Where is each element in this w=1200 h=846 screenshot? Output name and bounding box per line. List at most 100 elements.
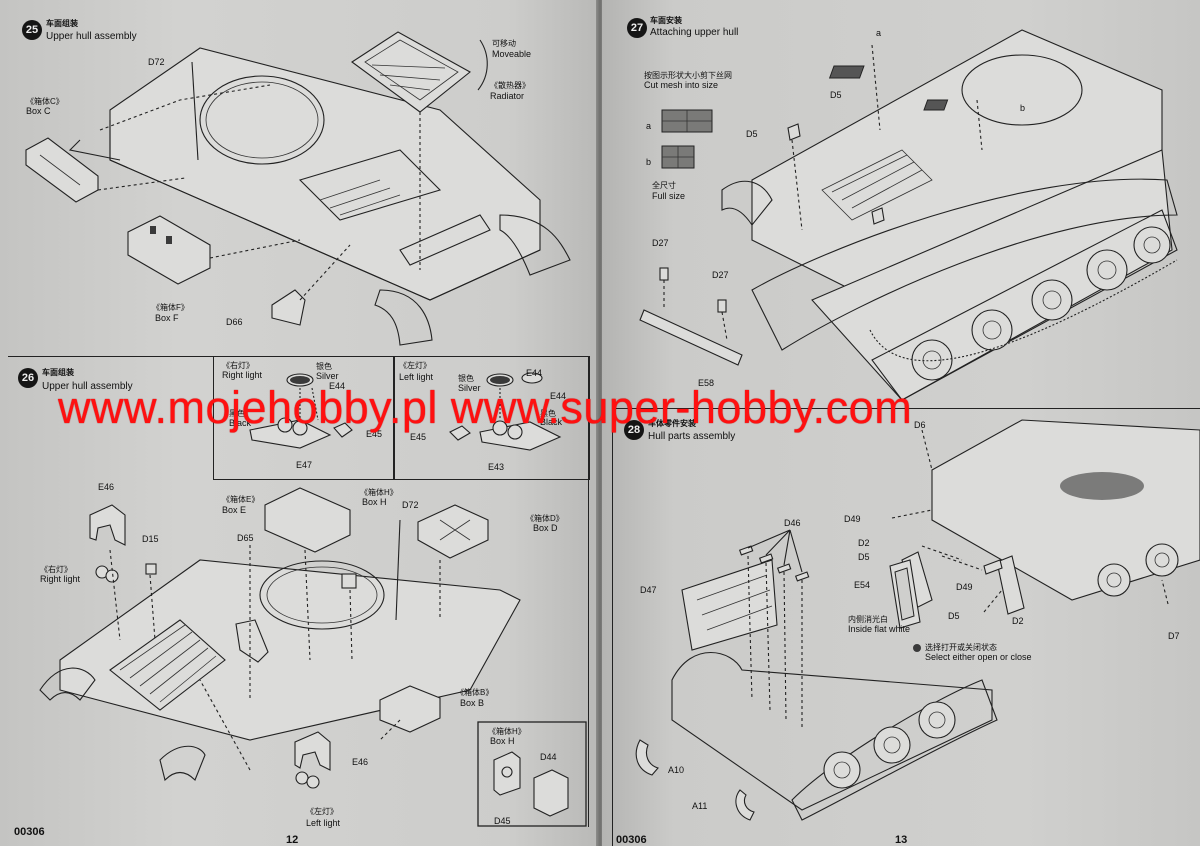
right-light-inset: [213, 356, 395, 480]
step-26-title: Upper hull assembly: [42, 381, 133, 392]
left-light-inset-title-cn: 《左灯》: [399, 361, 431, 370]
part-e46-top-label: E46: [98, 482, 115, 492]
step-28-title: Hull parts assembly: [648, 431, 736, 442]
select-open-close-label: Select either open or close: [925, 652, 1032, 662]
part-d45-label: D45: [494, 816, 511, 826]
right-inset-e45: E45: [366, 429, 383, 439]
right-light-inset-title: Right light: [222, 370, 263, 380]
part-d49-top-label: D49: [844, 514, 861, 524]
part-e46-bottom-label: E46: [352, 757, 369, 767]
part-d47-label: D47: [640, 585, 657, 595]
box-c-label: Box C: [26, 106, 51, 116]
box-b-label: Box B: [460, 698, 485, 708]
left-light-inset: [393, 356, 590, 480]
part-d2-bottom-label: D2: [1012, 616, 1024, 626]
radiator-label-cn: 《散热器》: [490, 81, 530, 90]
right-inset-silver: Silver: [316, 371, 339, 381]
full-size-label: Full size: [652, 191, 686, 201]
step-28-title-cn: 车体零件安装: [648, 419, 696, 428]
step-26-number: 26: [18, 368, 38, 388]
page-number-left: 12: [286, 834, 299, 846]
left-inset-black-cn: 黑色: [540, 409, 556, 418]
part-d46-label: D46: [784, 518, 801, 528]
select-open-close-cn: 选择打开或关闭状态: [925, 643, 997, 652]
right-light-label: Right light: [40, 574, 81, 584]
right-inset-silver-cn: 银色: [316, 362, 332, 371]
left-inset-silver-cn: 银色: [458, 374, 474, 383]
full-size-cn: 全尺寸: [652, 181, 676, 190]
part-a11-label: A11: [692, 801, 708, 811]
mesh-a-pointer-label: a: [876, 28, 882, 38]
left-instruction-page: 25 车面组装 Upper hull assembly D72 《箱: [0, 0, 598, 846]
right-inset-black-cn: 黑色: [229, 409, 245, 418]
part-d66-label: D66: [226, 317, 243, 327]
part-a10-label: A10: [668, 765, 685, 775]
left-light-label: Left light: [306, 818, 341, 828]
mesh-b-label: b: [646, 157, 652, 167]
part-d5-top-label: D5: [830, 90, 842, 100]
right-inset-e44: E44: [329, 381, 346, 391]
part-d7-label: D7: [1168, 631, 1180, 641]
box-e-label: Box E: [222, 505, 247, 515]
left-light-cn: 《左灯》: [306, 807, 338, 816]
box-h-label: Box H: [362, 497, 387, 507]
watermark-text: www.mojehobby.pl www.super-hobby.com: [58, 382, 913, 433]
right-inset-e47: E47: [296, 460, 313, 470]
moveable-label-cn: 可移动: [492, 39, 516, 48]
inside-flat-white-label: Inside flat white: [848, 624, 911, 634]
box-h-inset-title: Box H: [490, 736, 515, 746]
part-d15-label: D15: [142, 534, 159, 544]
step-27-title-cn: 车面安装: [650, 16, 682, 25]
step-25-title-cn: 车面组装: [46, 19, 78, 28]
left-inset-black: Black: [540, 417, 563, 427]
mesh-b-pointer-label: b: [1020, 103, 1026, 113]
inside-flat-white-cn: 内侧消光白: [848, 615, 888, 624]
right-inset-black: Black: [229, 418, 252, 428]
box-d-label-cn: 《箱体D》: [526, 514, 564, 523]
cut-mesh-cn: 按图示形状大小剪下丝网: [644, 71, 732, 80]
left-inset-e44-a: E44: [526, 368, 543, 378]
mesh-a-label: a: [646, 121, 652, 131]
part-d65-label: D65: [237, 533, 254, 543]
box-d-label: Box D: [533, 523, 558, 533]
moveable-label: Moveable: [492, 49, 532, 59]
part-d5-bottom-step28-label: D5: [948, 611, 960, 621]
part-d44-label: D44: [540, 752, 557, 762]
part-d49-bottom-label: D49: [956, 582, 973, 592]
part-d5-top-step28-label: D5: [858, 552, 870, 562]
part-d2-top-label: D2: [858, 538, 870, 548]
book-spine: [596, 0, 604, 846]
right-instruction-page: 27 车面安装 Attaching upper hull a: [602, 0, 1200, 846]
product-code-left: 00306: [14, 826, 45, 838]
cut-mesh-label: Cut mesh into size: [644, 80, 719, 90]
step-27-number: 27: [627, 18, 647, 38]
left-light-inset-title: Left light: [399, 372, 434, 382]
part-d72-label: D72: [148, 57, 165, 67]
box-e-label-cn: 《箱体E》: [222, 495, 260, 504]
part-d6-label: D6: [914, 420, 926, 430]
step-27-diagram: [639, 29, 1178, 401]
box-f-label: Box F: [155, 313, 179, 323]
left-inset-silver: Silver: [458, 383, 481, 393]
box-b-label-cn: 《箱体B》: [456, 688, 494, 697]
right-light-inset-title-cn: 《右灯》: [222, 361, 254, 370]
part-e58-label: E58: [698, 378, 715, 388]
part-d27-right-label: D27: [712, 270, 729, 280]
box-h-inset-title-cn: 《箱体H》: [488, 727, 526, 736]
step-28-frame: [612, 408, 1200, 846]
part-d5-left-label: D5: [746, 129, 758, 139]
step-25-title: Upper hull assembly: [46, 31, 137, 42]
radiator-label: Radiator: [490, 91, 525, 101]
part-e54-label: E54: [854, 580, 871, 590]
step-25-diagram: [25, 31, 571, 346]
part-d72-step26-label: D72: [402, 500, 419, 510]
step-25-number: 25: [22, 20, 42, 40]
box-f-label-cn: 《箱体F》: [152, 303, 189, 312]
left-inset-e43: E43: [488, 462, 505, 472]
step-27-title: Attaching upper hull: [650, 27, 739, 38]
box-c-label-cn: 《箱体C》: [26, 97, 64, 106]
page-number-right: 13: [895, 834, 908, 846]
step-28-diagram: [635, 419, 1200, 821]
box-h-label-cn: 《箱体H》: [360, 488, 398, 497]
product-code-right: 00306: [616, 834, 647, 846]
